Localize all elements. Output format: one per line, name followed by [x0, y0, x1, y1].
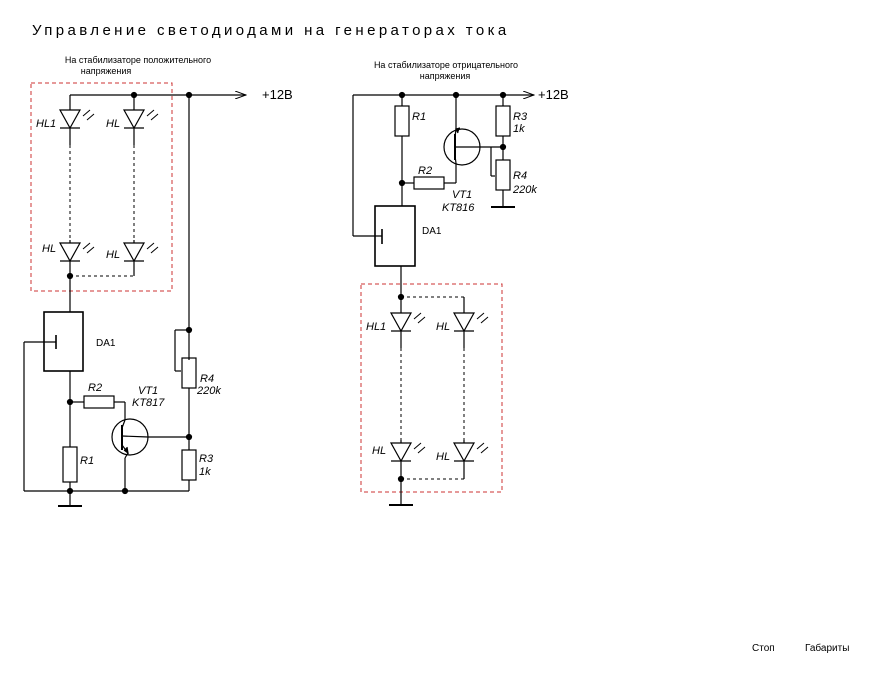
right-r4-label: R4 [513, 170, 527, 182]
led-label-hl: HL [106, 118, 120, 130]
right-transistor-label: VT1 [452, 189, 472, 201]
led-icon [58, 242, 95, 263]
right-resistor-r4 [495, 159, 511, 191]
right-regulator-da1 [374, 205, 416, 267]
led-label-hl: HL [436, 451, 450, 463]
led-label-hl1: HL1 [36, 118, 56, 130]
right-r2-label: R2 [418, 165, 432, 177]
led-label-hl1: HL1 [366, 321, 386, 333]
left-transistor-model: KT817 [132, 397, 165, 409]
led-label-hl: HL [436, 321, 450, 333]
right-caption-line-1: На стабилизаторе отрицательного [374, 60, 518, 70]
left-resistor-r4 [181, 357, 197, 389]
led-label-hl: HL [42, 243, 56, 255]
left-ic-label: DA1 [96, 338, 116, 349]
right-transistor-model: KT816 [442, 202, 475, 214]
right-r3-label: R3 [513, 111, 528, 123]
right-ic-label: DA1 [422, 226, 442, 237]
left-circuit: На стабилизаторе положительного напряжен… [23, 55, 293, 507]
right-r3-value: 1k [513, 123, 525, 135]
led-icon [58, 109, 95, 130]
left-supply-label: +12В [262, 87, 293, 102]
left-resistor-r2 [83, 395, 115, 409]
left-r1-label: R1 [80, 455, 94, 467]
right-led-array-frame [360, 283, 503, 493]
led-icon [122, 109, 159, 130]
led-icon [452, 312, 489, 333]
left-transistor-label: VT1 [138, 385, 158, 397]
right-resistor-r1 [394, 105, 410, 137]
left-caption-line-1: На стабилизаторе положительного [65, 55, 211, 65]
left-caption-line-2: напряжения [81, 66, 132, 76]
junction-dot [66, 487, 74, 495]
right-r4-value: 220k [512, 184, 537, 196]
left-r3-label: R3 [199, 453, 214, 465]
left-resistor-r1 [62, 446, 78, 483]
stop-button[interactable]: Стоп [752, 643, 775, 654]
left-transistor-vt1 [111, 418, 149, 459]
right-resistor-r2 [413, 176, 445, 190]
led-icon [122, 242, 159, 263]
led-label-hl: HL [106, 249, 120, 261]
left-led-array-frame [30, 82, 173, 292]
left-resistor-r3 [181, 449, 197, 481]
led-icon [389, 442, 426, 463]
right-transistor-vt1 [443, 95, 481, 166]
right-r1-label: R1 [412, 111, 426, 123]
led-label-hl: HL [372, 445, 386, 457]
right-resistor-r3 [495, 105, 511, 137]
dimensions-button[interactable]: Габариты [805, 643, 850, 654]
left-r3-value: 1k [199, 466, 211, 478]
left-r4-label: R4 [200, 373, 214, 385]
led-icon [389, 312, 426, 333]
page-title: Управление светодиодами на генераторах т… [32, 22, 510, 39]
right-circuit: На стабилизаторе отрицательного напряжен… [352, 60, 569, 506]
right-supply-label: +12В [538, 87, 569, 102]
left-r2-label: R2 [88, 382, 102, 394]
led-icon [452, 442, 489, 463]
right-caption-line-2: напряжения [420, 71, 471, 81]
left-r4-value: 220k [196, 385, 221, 397]
